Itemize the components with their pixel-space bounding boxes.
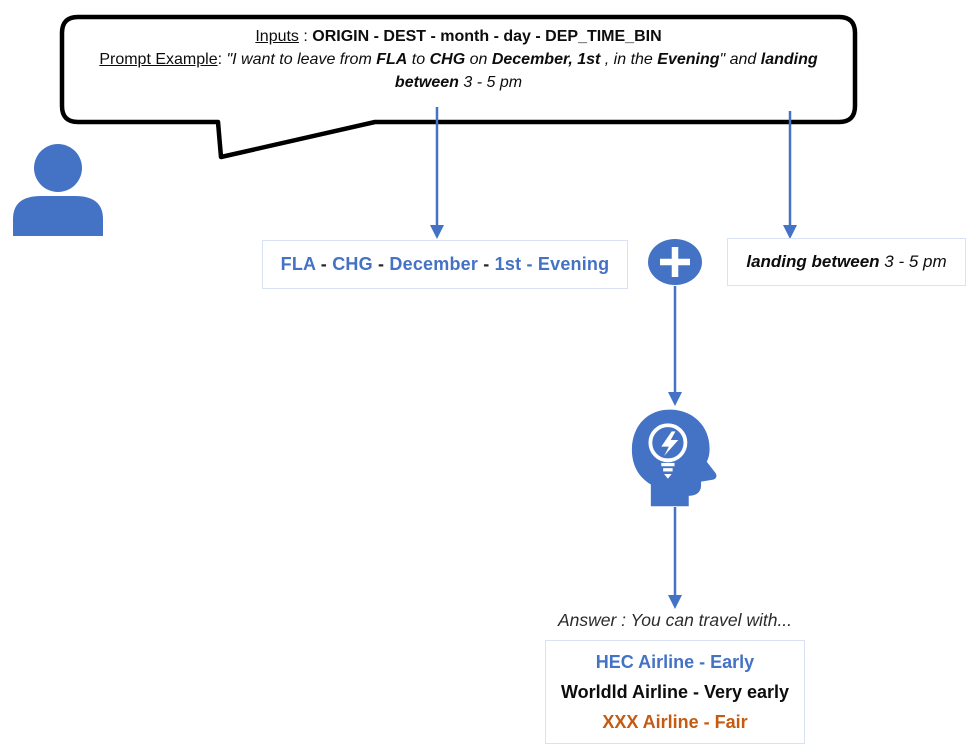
lightbulb-icon [648, 423, 688, 479]
prompt-text: Inputs : ORIGIN - DEST - month - day - D… [62, 25, 855, 94]
answer-box: HEC Airline - Early Worldld Airline - Ve… [545, 640, 805, 744]
airline-option: XXX Airline - Fair [602, 712, 748, 732]
person-icon [13, 144, 103, 236]
speech-bubble [59, 14, 858, 160]
arrow-prompt-to-constraint [783, 111, 797, 239]
constraint-text: landing between 3 - 5 pm [746, 252, 947, 271]
prompt-inputs-line: Inputs : ORIGIN - DEST - month - day - D… [255, 28, 662, 45]
constraint-box: landing between 3 - 5 pm [727, 238, 966, 286]
prompt-example-line2: between 3 - 5 pm [394, 74, 523, 91]
ai-head-icon [631, 409, 717, 507]
arrow-prompt-to-inputs [430, 107, 444, 239]
airline-option: Worldld Airline - Very early [560, 682, 790, 702]
arrow-plus-to-head [668, 286, 682, 406]
arrow-head-to-answer [668, 507, 682, 609]
answer-label: Answer : You can travel with... [557, 610, 793, 630]
inputs-summary-text: FLA - CHG - December - 1st - Evening [280, 254, 610, 274]
plus-icon [648, 239, 702, 285]
prompt-example-line: Prompt Example: "I want to leave from FL… [99, 51, 818, 68]
inputs-summary-box: FLA - CHG - December - 1st - Evening [262, 240, 628, 289]
airline-option: HEC Airline - Early [595, 652, 755, 672]
